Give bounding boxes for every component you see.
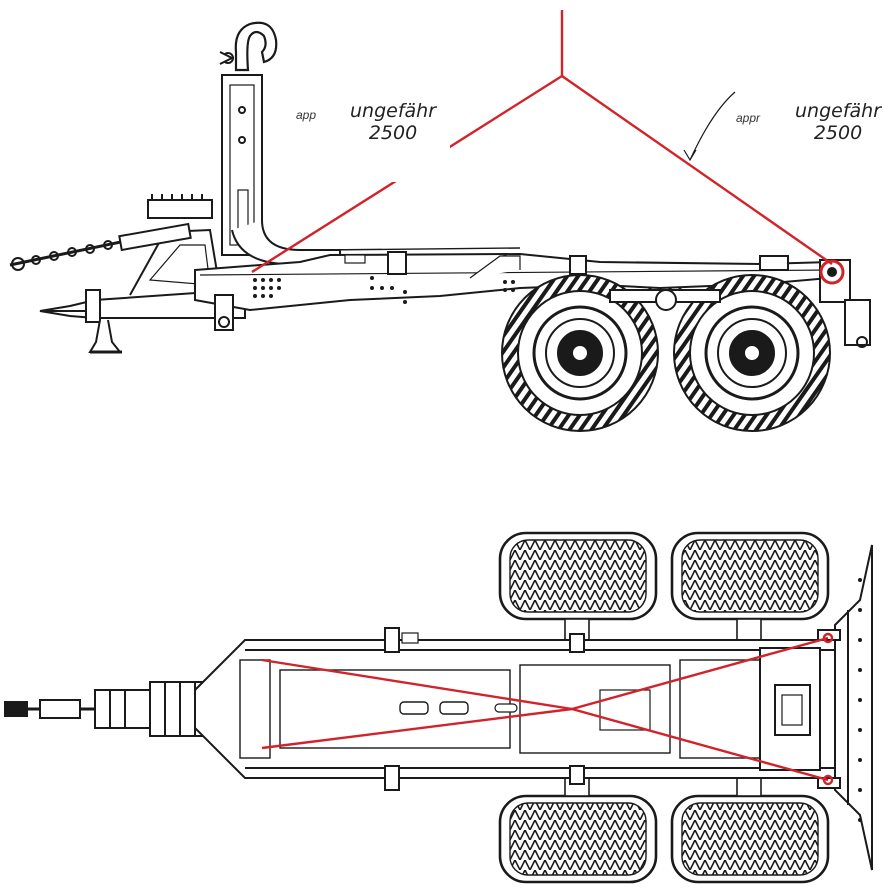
top-lifting-lines [261, 632, 834, 786]
right-label-backdrop [730, 100, 892, 152]
chain [9, 222, 192, 271]
left-dimension-label: ungefähr 2500 [338, 100, 448, 144]
right-label-line1: ungefähr [794, 100, 882, 122]
right-dimension-label: ungefähr 2500 [786, 100, 890, 144]
drawbar [39, 289, 246, 354]
right-label-overlap-text: appr [736, 111, 761, 125]
right-label-line2: 2500 [813, 122, 863, 144]
left-label-line1: ungefähr [349, 100, 437, 122]
left-label-overlap-text: app [296, 108, 317, 122]
side-view [9, 21, 871, 432]
side-wheel-front [501, 274, 659, 432]
left-label-backdrop [290, 100, 450, 182]
dimension-arrow [683, 91, 736, 162]
top-chassis [194, 627, 841, 791]
top-tyre-front-left [498, 531, 658, 621]
top-view [4, 531, 873, 884]
rear-assembly [819, 259, 871, 348]
left-label-line2: 2500 [368, 122, 418, 144]
top-tyre-rear-left [670, 531, 830, 621]
top-tyre-rear-right [670, 794, 830, 884]
top-tyre-front-right [498, 794, 658, 884]
top-drawbar [4, 681, 211, 737]
side-wheel-rear [673, 274, 831, 432]
step [147, 194, 213, 219]
hook-arm [219, 21, 341, 266]
main-frame [194, 247, 831, 331]
top-rear-plate [817, 544, 873, 871]
